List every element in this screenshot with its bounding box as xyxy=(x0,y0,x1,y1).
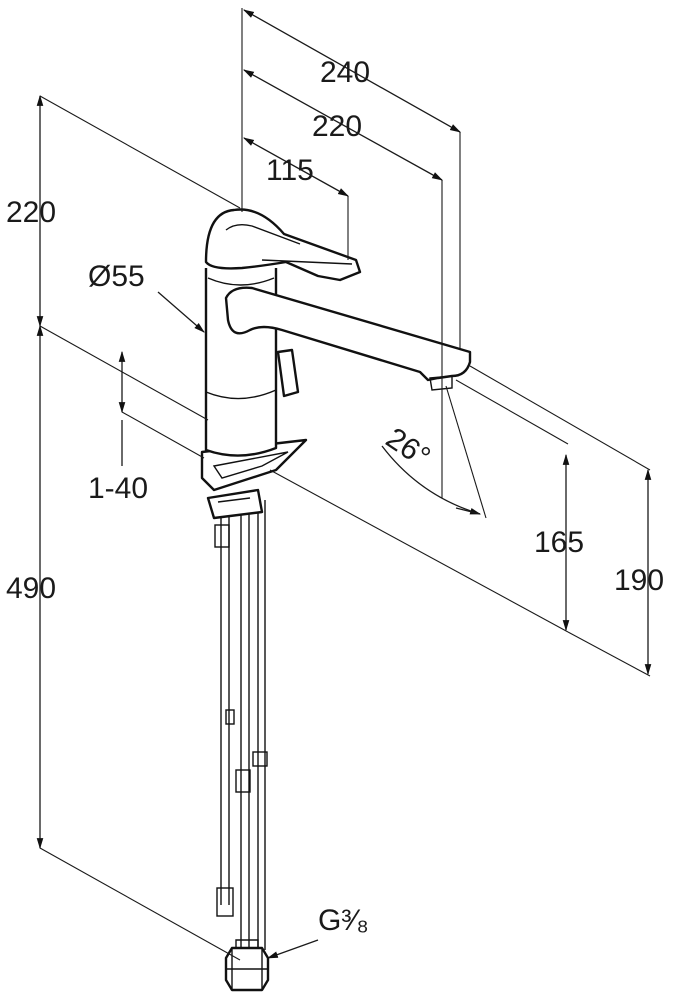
spout xyxy=(224,286,472,382)
dim-angle-label: 26° xyxy=(380,422,436,475)
dimension-lines xyxy=(36,8,652,961)
dim-1-40-label: 1-40 xyxy=(88,472,148,505)
aerator-button xyxy=(276,348,300,398)
faucet-illustration xyxy=(200,208,472,992)
dim-220-vertical-label: 220 xyxy=(6,196,56,229)
dim-240-label: 240 xyxy=(320,56,370,89)
dim-220-horizontal-label: 220 xyxy=(312,110,362,143)
dim-165-label: 165 xyxy=(534,526,584,559)
dim-thread-label: G³⁄₈ xyxy=(318,904,369,937)
lever-handle xyxy=(204,208,362,282)
dim-diameter-label: Ø55 xyxy=(88,260,145,293)
dim-490-label: 490 xyxy=(6,572,56,605)
supply-hoses xyxy=(214,500,270,992)
dim-115-label: 115 xyxy=(266,154,314,187)
dim-190-label: 190 xyxy=(614,564,664,597)
